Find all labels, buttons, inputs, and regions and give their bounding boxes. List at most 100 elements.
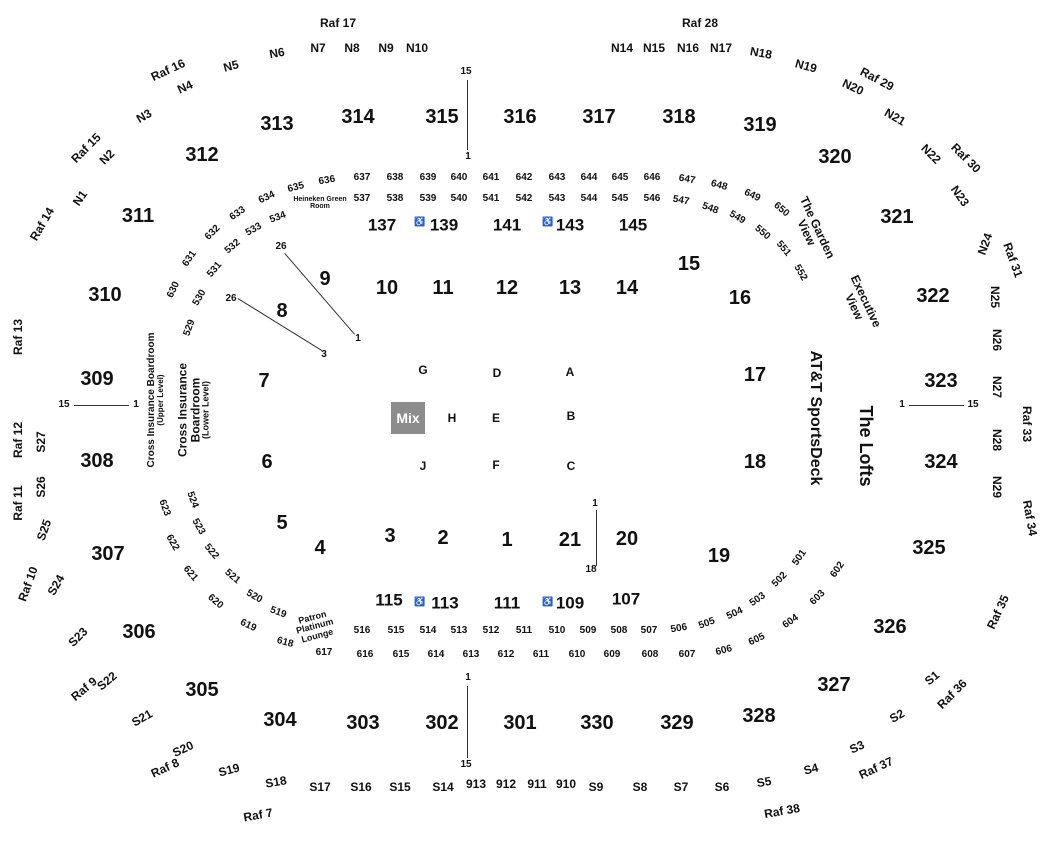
- section-520[interactable]: 520: [244, 587, 265, 606]
- raf-area-raf-9[interactable]: Raf 9: [68, 674, 100, 704]
- section-329[interactable]: 329: [660, 712, 694, 734]
- section-111[interactable]: 111: [493, 593, 521, 613]
- raf-area-raf-28[interactable]: Raf 28: [681, 16, 719, 30]
- section-320[interactable]: 320: [818, 146, 852, 168]
- section-n19[interactable]: N19: [793, 56, 819, 76]
- section-c[interactable]: C: [566, 459, 576, 473]
- raf-area-raf-16[interactable]: Raf 16: [148, 56, 188, 84]
- section-613[interactable]: 613: [462, 649, 480, 660]
- section-642[interactable]: 642: [515, 172, 533, 183]
- section-643[interactable]: 643: [548, 172, 566, 183]
- section-547[interactable]: 547: [671, 193, 691, 208]
- section-507[interactable]: 507: [640, 625, 658, 636]
- section-s25[interactable]: S25: [33, 517, 55, 543]
- section-s21[interactable]: S21: [129, 706, 155, 730]
- section-s14[interactable]: S14: [432, 780, 454, 794]
- section-612[interactable]: 612: [497, 649, 515, 660]
- section-n23[interactable]: N23: [947, 182, 973, 210]
- raf-area-raf-37[interactable]: Raf 37: [856, 754, 896, 782]
- section-j[interactable]: J: [419, 459, 427, 473]
- section-311[interactable]: 311: [121, 205, 155, 227]
- section-2[interactable]: 2: [437, 527, 449, 549]
- section-641[interactable]: 641: [482, 172, 500, 183]
- section-522[interactable]: 522: [201, 541, 221, 562]
- section-504[interactable]: 504: [724, 605, 745, 623]
- section-139[interactable]: 139: [429, 215, 459, 235]
- section-n25[interactable]: N25: [988, 285, 1002, 309]
- section-531[interactable]: 531: [205, 259, 225, 280]
- section-b[interactable]: B: [566, 409, 576, 423]
- section-618[interactable]: 618: [275, 635, 295, 650]
- section-n16[interactable]: N16: [676, 41, 700, 55]
- section-602[interactable]: 602: [828, 559, 847, 580]
- section-9[interactable]: 9: [319, 268, 331, 290]
- raf-area-raf-14[interactable]: Raf 14: [26, 204, 58, 244]
- raf-area-raf-30[interactable]: Raf 30: [948, 140, 984, 176]
- section-304[interactable]: 304: [263, 709, 297, 731]
- section-633[interactable]: 633: [227, 204, 248, 223]
- section-647[interactable]: 647: [677, 172, 697, 187]
- section-632[interactable]: 632: [202, 222, 223, 243]
- section-313[interactable]: 313: [260, 113, 294, 135]
- section-913[interactable]: 913: [465, 777, 487, 791]
- section-f[interactable]: F: [492, 458, 500, 472]
- section-n17[interactable]: N17: [709, 41, 733, 55]
- section-552[interactable]: 552: [791, 262, 810, 283]
- section-302[interactable]: 302: [425, 712, 459, 734]
- section-635[interactable]: 635: [286, 180, 306, 195]
- section-n7[interactable]: N7: [310, 41, 326, 55]
- raf-area-raf-36[interactable]: Raf 36: [934, 676, 970, 712]
- section-n21[interactable]: N21: [881, 105, 909, 129]
- section-545[interactable]: 545: [611, 193, 629, 204]
- section-506[interactable]: 506: [669, 621, 689, 636]
- section-n28[interactable]: N28: [990, 428, 1004, 452]
- section-s6[interactable]: S6: [714, 780, 730, 794]
- section-529[interactable]: 529: [181, 318, 198, 338]
- section-n26[interactable]: N26: [990, 328, 1004, 352]
- section-608[interactable]: 608: [641, 649, 659, 660]
- section-303[interactable]: 303: [346, 712, 380, 734]
- section-537[interactable]: 537: [353, 193, 371, 204]
- section-620[interactable]: 620: [205, 592, 226, 612]
- section-s16[interactable]: S16: [350, 780, 372, 794]
- section-308[interactable]: 308: [80, 450, 114, 472]
- section-143[interactable]: 143: [555, 215, 585, 235]
- section-e[interactable]: E: [491, 411, 501, 425]
- section-137[interactable]: 137: [367, 215, 397, 235]
- section-616[interactable]: 616: [356, 649, 374, 660]
- section-306[interactable]: 306: [122, 621, 156, 643]
- section-20[interactable]: 20: [615, 528, 639, 550]
- section-619[interactable]: 619: [238, 617, 259, 635]
- section-511[interactable]: 511: [515, 625, 533, 636]
- section-6[interactable]: 6: [261, 451, 273, 473]
- section-512[interactable]: 512: [482, 625, 500, 636]
- section-910[interactable]: 910: [555, 777, 577, 791]
- section-502[interactable]: 502: [769, 569, 790, 590]
- section-21[interactable]: 21: [558, 529, 582, 551]
- section-305[interactable]: 305: [185, 679, 219, 701]
- section-530[interactable]: 530: [190, 287, 209, 308]
- section-539[interactable]: 539: [419, 193, 437, 204]
- section-631[interactable]: 631: [180, 248, 199, 269]
- section-s22[interactable]: S22: [94, 668, 120, 694]
- section-611[interactable]: 611: [532, 649, 550, 660]
- section-n4[interactable]: N4: [175, 77, 195, 97]
- section-n27[interactable]: N27: [990, 375, 1004, 399]
- section-603[interactable]: 603: [807, 587, 828, 608]
- section-523[interactable]: 523: [189, 516, 208, 537]
- section-604[interactable]: 604: [780, 612, 801, 631]
- section-606[interactable]: 606: [714, 643, 734, 658]
- section-n9[interactable]: N9: [378, 41, 394, 55]
- section-524[interactable]: 524: [184, 490, 201, 510]
- section-312[interactable]: 312: [185, 144, 219, 166]
- section-8[interactable]: 8: [276, 300, 288, 322]
- section-s3[interactable]: S3: [847, 737, 867, 757]
- section-n5[interactable]: N5: [221, 57, 241, 75]
- section-316[interactable]: 316: [503, 106, 537, 128]
- mix-area[interactable]: Mix: [391, 402, 425, 434]
- section-5[interactable]: 5: [276, 512, 288, 534]
- section-514[interactable]: 514: [419, 625, 437, 636]
- section-13[interactable]: 13: [558, 277, 582, 299]
- raf-area-raf-13[interactable]: Raf 13: [11, 318, 25, 356]
- section-321[interactable]: 321: [880, 206, 914, 228]
